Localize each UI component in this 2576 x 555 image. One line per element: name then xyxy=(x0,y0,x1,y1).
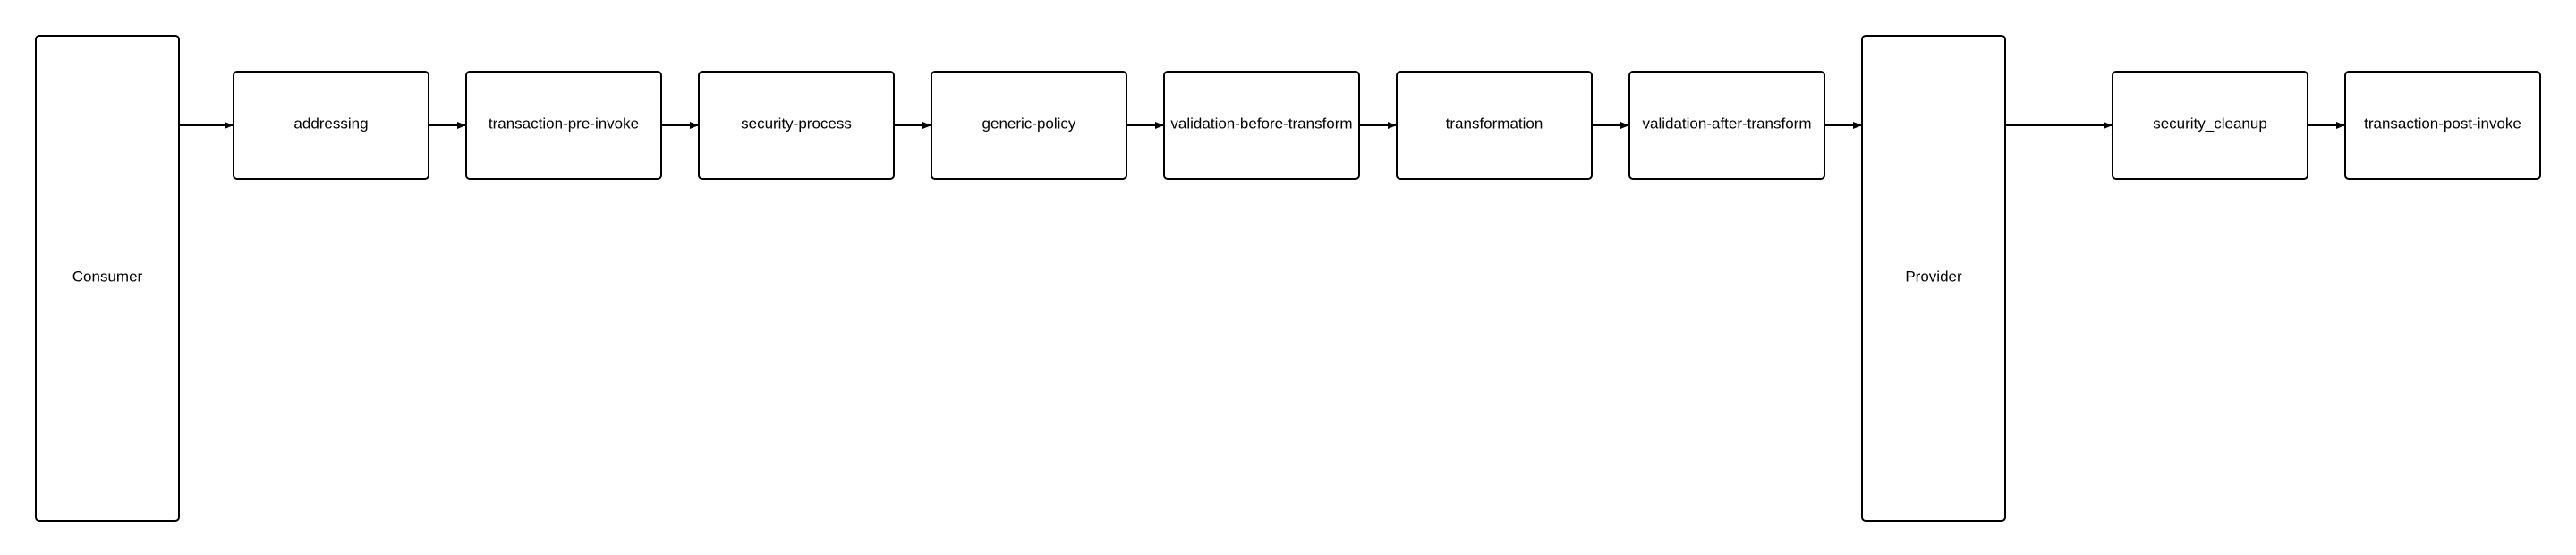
addressing-label: addressing xyxy=(293,115,368,132)
security-process-label: security-process xyxy=(741,115,852,132)
security-cleanup-label: security_cleanup xyxy=(2153,115,2267,132)
validation-after-transform-label: validation-after-transform xyxy=(1643,115,1812,132)
generic-policy-label: generic-policy xyxy=(982,115,1076,132)
consumer-box xyxy=(35,35,180,522)
provider-label: Provider xyxy=(1905,269,1962,286)
transaction-pre-invoke-label: transaction-pre-invoke xyxy=(489,115,639,132)
transformation-label: transformation xyxy=(1446,115,1543,132)
consumer-label: Consumer xyxy=(72,269,143,286)
transaction-post-invoke-label: transaction-post-invoke xyxy=(2364,115,2521,132)
provider-box xyxy=(1861,35,2006,522)
validation-before-transform-label: validation-before-transform xyxy=(1170,115,1352,132)
